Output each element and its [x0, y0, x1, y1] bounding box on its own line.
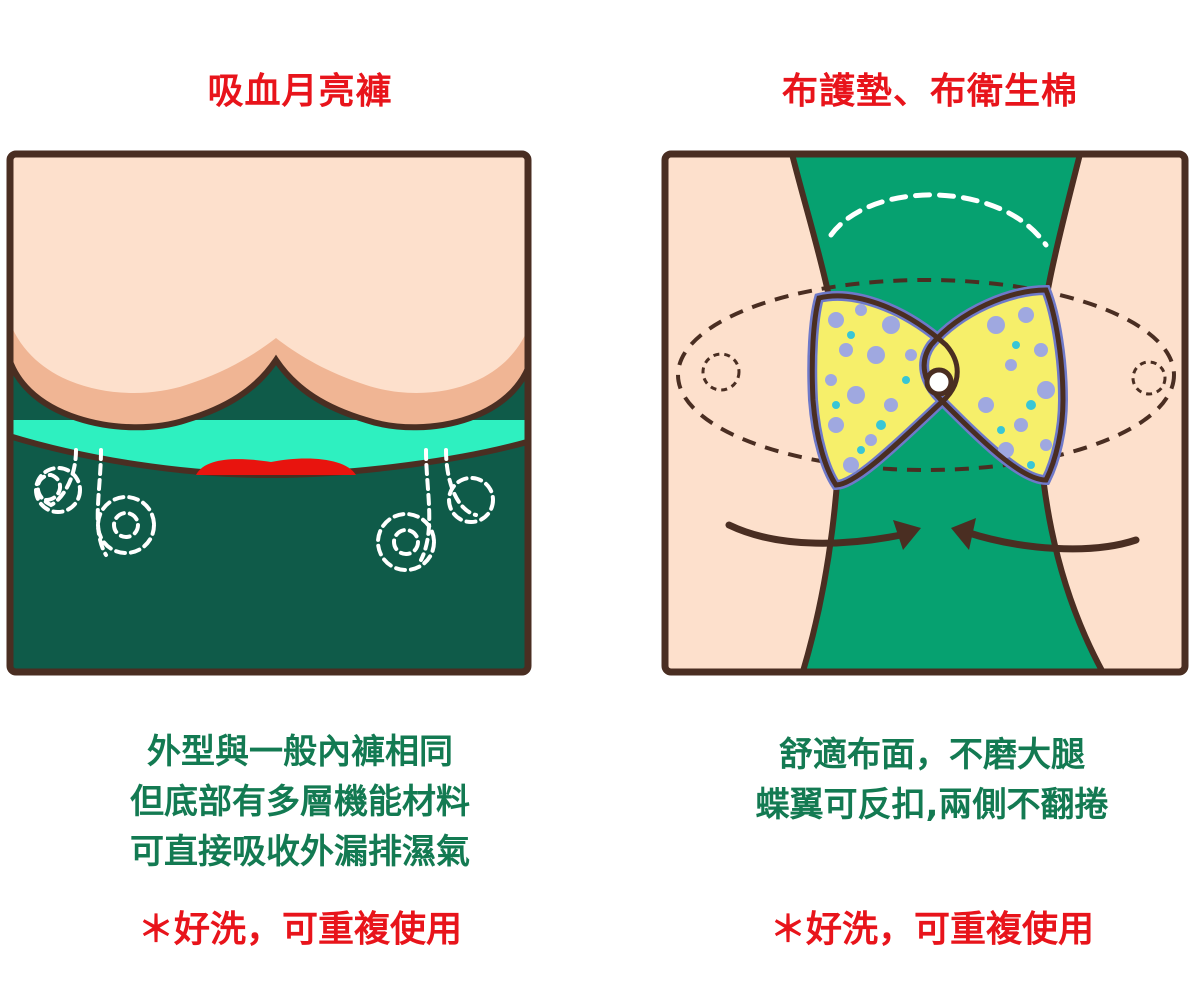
left-description: 外型與一般內褲相同 但底部有多層機能材料 可直接吸收外漏排濕氣 — [0, 727, 600, 877]
moisture-swirls — [34, 448, 495, 572]
pad-outline-dashed — [828, 192, 1049, 248]
right-desc-line: 蝶翼可反扣,兩側不翻捲 — [755, 785, 1109, 825]
period-underwear-illustration — [6, 150, 532, 676]
right-note: ＊好洗，可重複使用 — [769, 909, 1094, 950]
right-desc-line: 舒適布面，不磨大腿 — [779, 735, 1085, 775]
left-desc-line: 外型與一般內褲相同 — [147, 732, 453, 772]
snap-button-icon — [924, 367, 954, 397]
left-title: 吸血月亮褲 — [207, 71, 393, 112]
blood-stain — [196, 458, 356, 475]
waistband — [10, 420, 528, 475]
right-title: 布護墊、布衛生棉 — [781, 71, 1078, 112]
wings-fold-path — [676, 278, 1176, 472]
left-frame — [6, 150, 532, 676]
left-desc-line: 可直接吸收外漏排濕氣 — [130, 832, 470, 872]
buttocks — [10, 154, 528, 393]
fold-arrows — [725, 518, 1140, 553]
butterfly-wings — [807, 284, 1069, 491]
cloth-pad-illustration — [661, 150, 1189, 676]
right-frame — [661, 150, 1189, 676]
right-description: 舒適布面，不磨大腿 蝶翼可反扣,兩側不翻捲 — [632, 730, 1200, 830]
left-desc-line: 但底部有多層機能材料 — [130, 782, 470, 822]
left-note: ＊好洗，可重複使用 — [137, 909, 462, 950]
